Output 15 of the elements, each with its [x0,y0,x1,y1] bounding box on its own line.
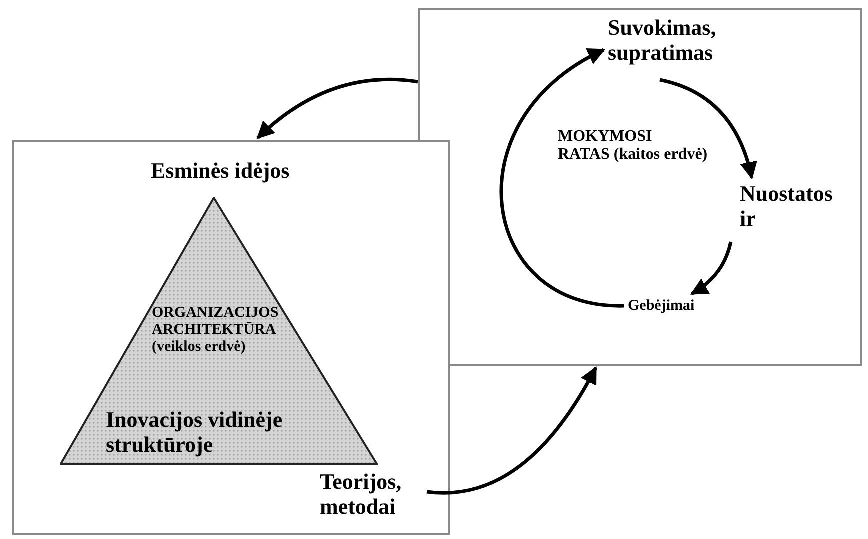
frame-box [418,8,862,366]
cycle-stage-text: Suvokimas, supratimas [608,16,780,82]
apex-text: Esminės idėjos [151,159,291,184]
corner-text: Teorijos, metodai [320,470,430,532]
curved-arrow [660,78,757,180]
curved-arrow [256,78,418,140]
curved-arrow [426,366,598,495]
pyramid-title: ORGANIZACIJOS ARCHITEKTŪRA (veiklos erdvė) [152,305,280,356]
cycle-stage-text: Gebėjimai [628,298,720,320]
base-text: Inovacijos vidinėje struktūroje [106,408,284,458]
center-title: MOKYMOSI RATAS (kaitos erdvė) [558,128,708,164]
curved-arrow [500,48,624,308]
cycle-stage-text: Nuostatos ir [740,182,848,242]
frame-box [12,140,450,535]
curved-arrow [690,242,733,296]
